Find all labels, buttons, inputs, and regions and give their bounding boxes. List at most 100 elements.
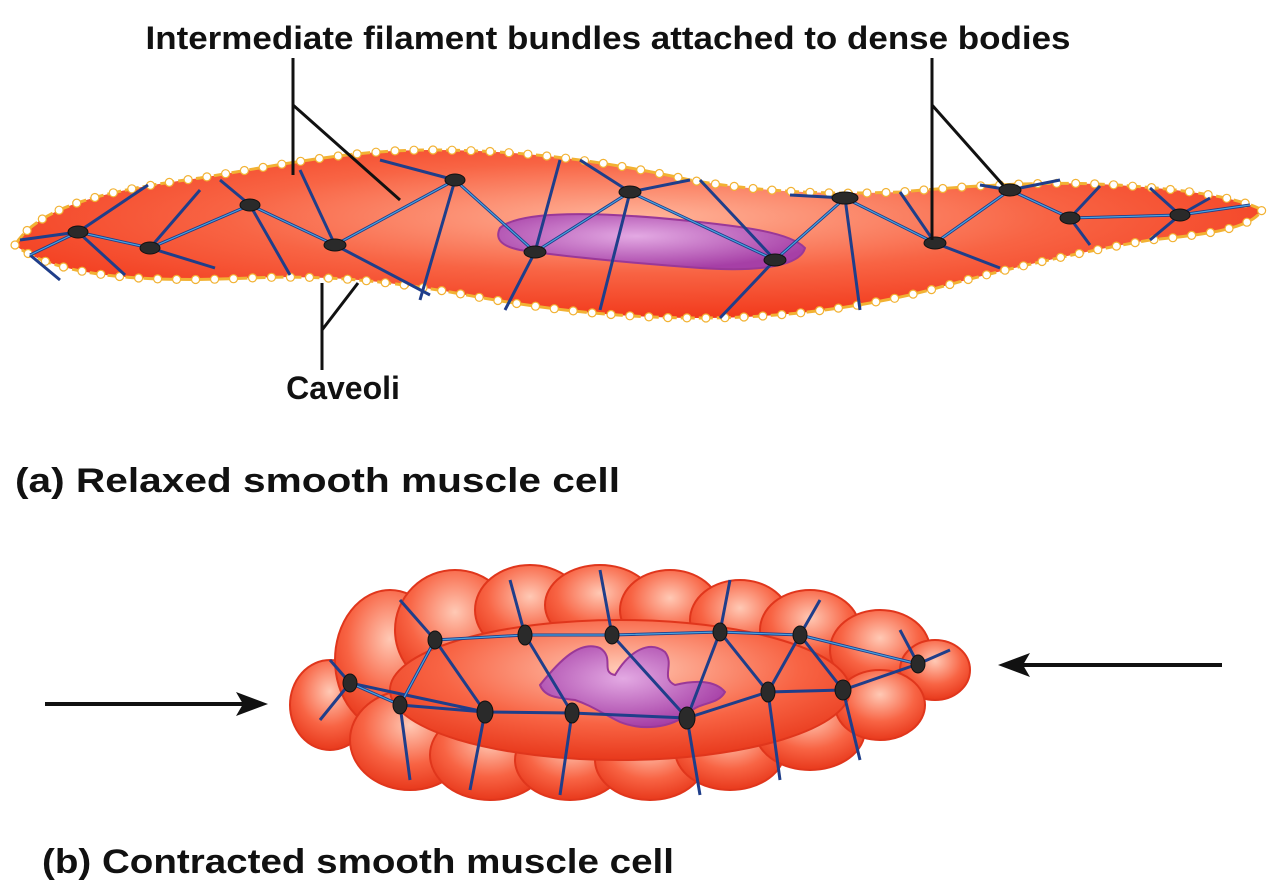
caveola — [247, 273, 258, 283]
caveola — [881, 187, 891, 198]
caveola — [277, 159, 287, 169]
caveola — [1108, 180, 1119, 190]
caveola — [963, 274, 973, 285]
dense-body — [427, 630, 443, 650]
caveola — [710, 179, 721, 189]
caveola — [58, 262, 69, 272]
caveola — [361, 276, 371, 286]
caveola — [701, 313, 711, 323]
caveola — [889, 293, 900, 303]
dense-body — [392, 695, 408, 715]
caveola — [598, 158, 608, 168]
caveola — [908, 289, 918, 299]
caveola — [1168, 233, 1178, 243]
caveola — [323, 273, 334, 283]
dense-body — [323, 238, 347, 252]
caveola — [1222, 193, 1232, 203]
caveola — [22, 225, 32, 236]
caveola — [153, 274, 163, 284]
caveola — [183, 175, 193, 185]
caveola — [409, 145, 419, 155]
dense-body — [831, 191, 859, 205]
caveola — [767, 185, 777, 195]
caveola — [1205, 227, 1216, 238]
caveola — [228, 274, 239, 284]
caveola — [239, 165, 249, 176]
caveola — [636, 165, 646, 175]
caveola — [542, 151, 552, 161]
caveola — [549, 304, 559, 314]
dense-body — [998, 183, 1022, 197]
caveola — [1090, 179, 1100, 189]
dense-body — [1059, 211, 1081, 225]
caveola — [1018, 261, 1029, 271]
caveola — [466, 146, 476, 156]
caveola — [455, 289, 466, 299]
caveoli-group — [10, 145, 1267, 323]
caveola — [447, 145, 457, 155]
caveola — [512, 298, 522, 309]
caveola — [108, 188, 118, 198]
caption-contracted: (b) Contracted smooth muscle cell — [42, 843, 674, 881]
dense-body — [792, 625, 808, 645]
dense-body — [712, 622, 728, 642]
caveola — [172, 274, 182, 284]
caveola — [1186, 230, 1197, 240]
caveola — [654, 168, 665, 179]
caveola — [1165, 184, 1176, 195]
dense-body — [923, 236, 947, 250]
caveola — [54, 205, 64, 215]
caption-relaxed: (a) Relaxed smooth muscle cell — [15, 462, 620, 500]
caveola — [390, 146, 400, 156]
caveola — [606, 309, 616, 320]
dense-body — [910, 654, 926, 674]
caveola — [625, 311, 635, 321]
caveola — [371, 147, 381, 157]
caveola — [777, 310, 787, 320]
dense-body — [834, 679, 852, 701]
caveola — [1224, 223, 1234, 234]
caveola — [1093, 245, 1103, 255]
caveola — [1111, 241, 1122, 251]
caveola — [474, 292, 484, 302]
caveola — [919, 185, 929, 195]
dense-body — [760, 681, 776, 703]
caveola — [342, 274, 353, 284]
caveola — [1071, 178, 1081, 188]
relaxed-dense-bodies — [67, 173, 1191, 267]
caveola — [981, 270, 992, 280]
caveola — [568, 306, 578, 316]
caveola — [673, 172, 683, 182]
caveola — [10, 240, 20, 250]
dense-body — [476, 700, 494, 724]
caveola — [485, 146, 495, 157]
caveola — [758, 311, 768, 321]
caveola — [926, 285, 937, 295]
caveoli-label: Caveoli — [286, 370, 400, 406]
dense-body — [604, 625, 620, 645]
caveola — [587, 308, 597, 318]
caveola — [37, 214, 47, 224]
caveola — [1130, 238, 1140, 248]
caveola — [72, 198, 82, 208]
caveola — [127, 184, 137, 194]
caveola — [957, 182, 967, 192]
caveola — [380, 278, 390, 288]
caveola — [90, 192, 100, 203]
dense-body — [239, 198, 261, 212]
caveola — [729, 181, 739, 191]
dense-body — [67, 225, 89, 239]
caveola — [96, 269, 106, 279]
caveola — [833, 303, 844, 313]
dense-body — [523, 245, 547, 259]
caveola — [40, 256, 51, 266]
filament-bundles-leaders — [291, 58, 1005, 240]
compression-arrow-right — [998, 653, 1222, 677]
relaxed-cell — [10, 145, 1267, 323]
caveola — [77, 266, 87, 276]
caveola — [748, 183, 758, 194]
caveola — [437, 286, 447, 296]
caveola — [862, 188, 872, 198]
caveola — [493, 295, 503, 306]
caveola — [210, 274, 220, 284]
